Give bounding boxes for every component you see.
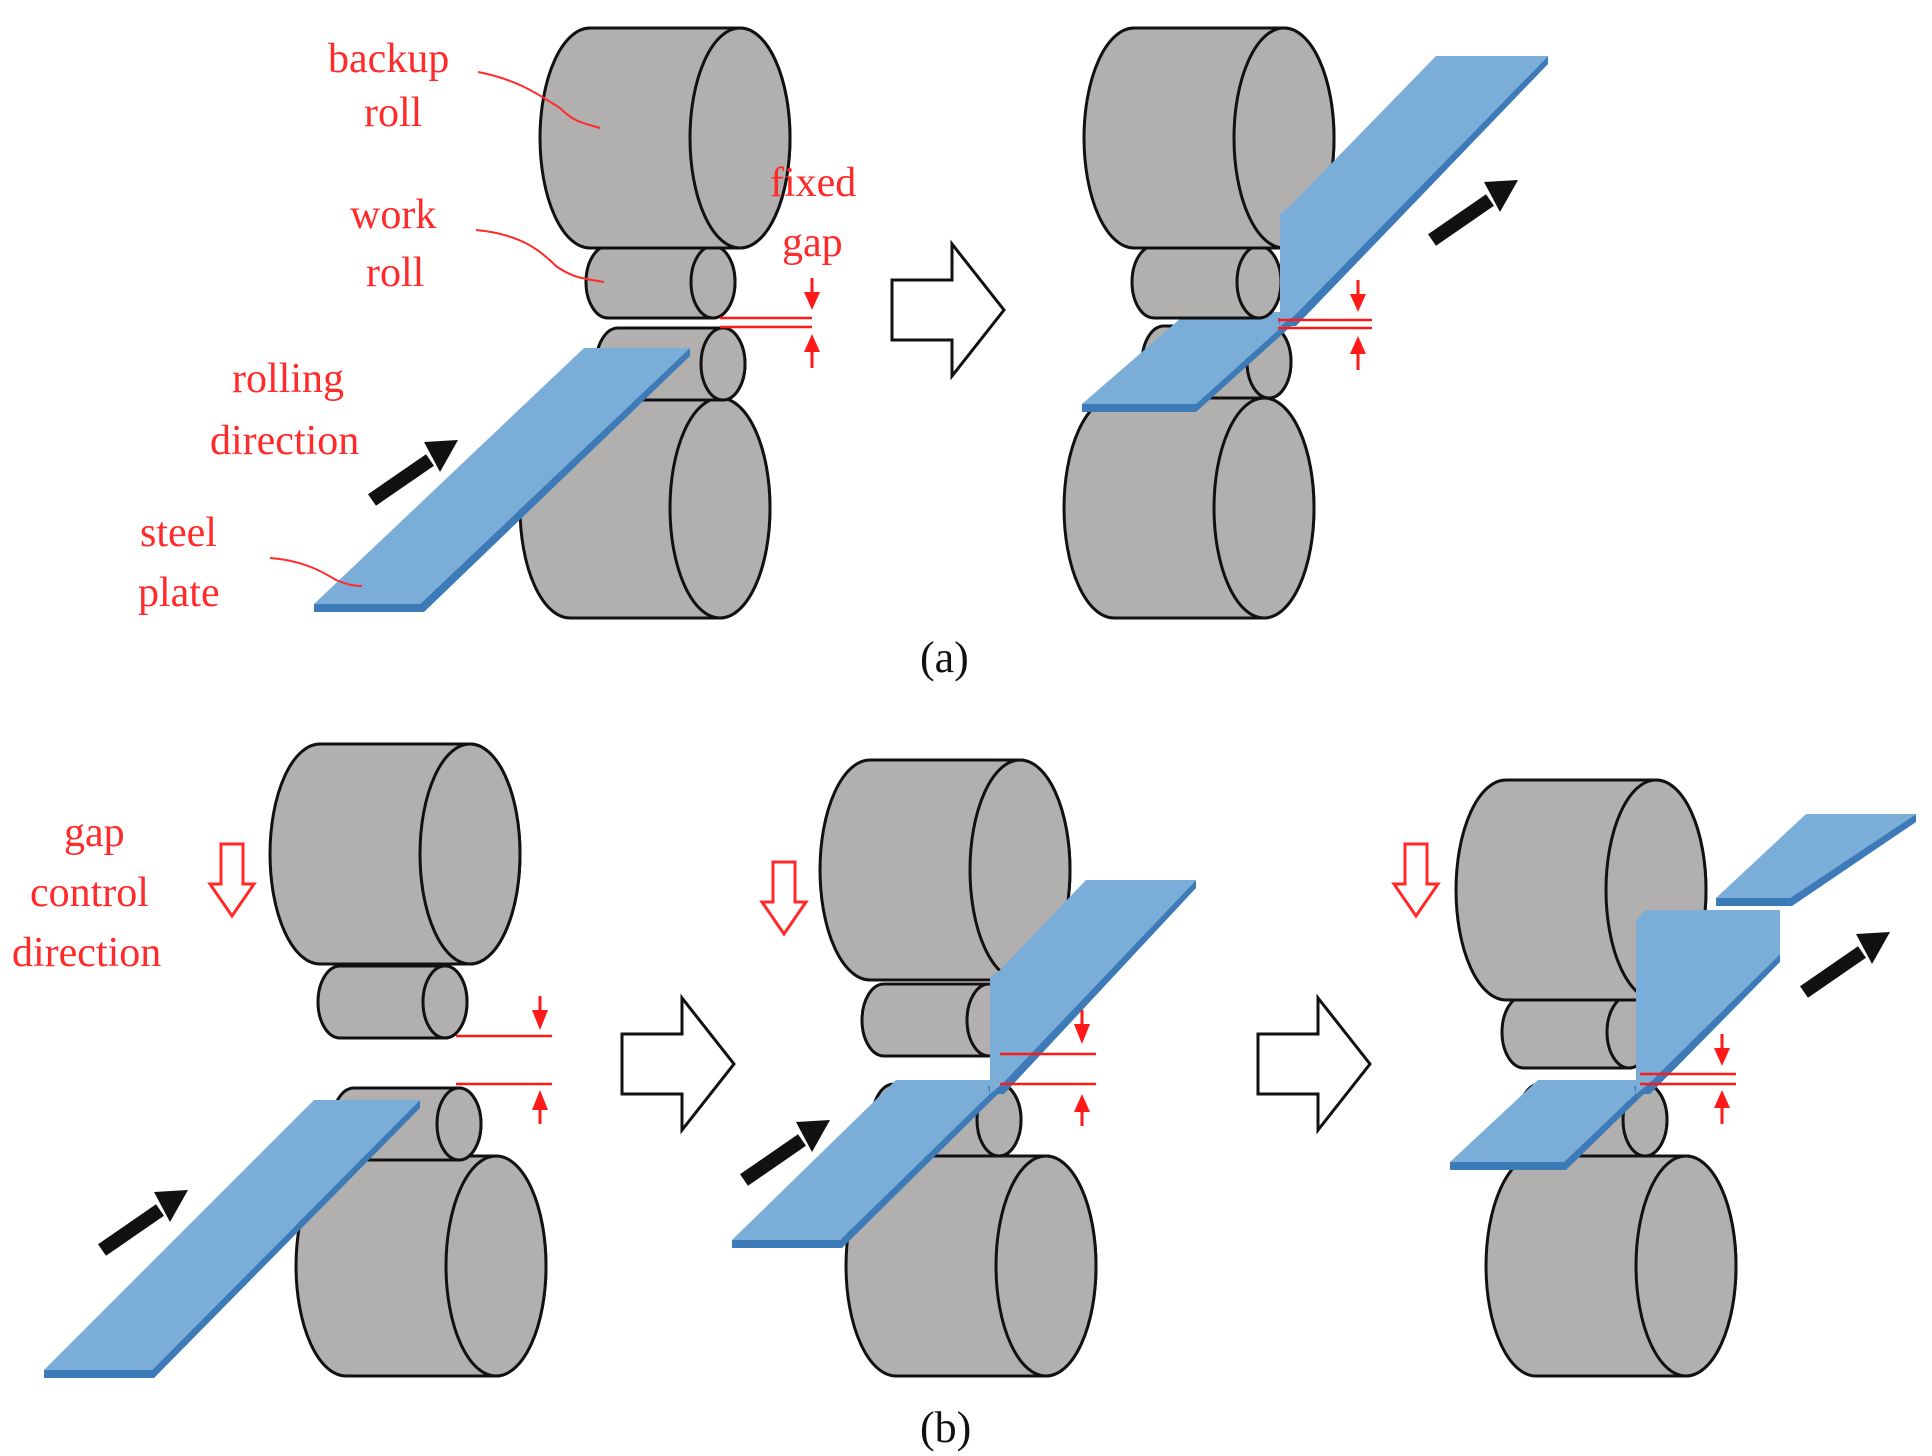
steel-plate-exit [1634,814,1916,1094]
panel-a: backup roll work roll fixed gap rolling … [138,26,1548,682]
steel-plate [314,348,690,612]
step-arrow-icon [890,242,1006,378]
steel-plate-label-line2: plate [138,570,220,616]
rolling-direction-label-line1: rolling [232,356,344,402]
panel-b-caption: (b) [920,1403,971,1452]
gap-control-label-line3: direction [12,930,161,976]
steel-plate [44,1100,420,1378]
panel-b-mill-stand-1 [44,742,552,1378]
lower-backup-roll [1062,396,1316,620]
fixed-gap-marker [1278,278,1372,372]
steel-plate-leader [269,557,363,587]
panel-a-mill-stand-1 [269,26,822,620]
upper-work-roll [584,244,737,320]
gap-control-label-line1: gap [64,810,125,856]
upper-work-roll [316,964,469,1040]
fixed-gap-label-line1: fixed [770,160,856,206]
upper-work-roll [860,982,1013,1058]
steel-plate [732,1080,1004,1248]
upper-backup-roll [268,742,522,966]
panel-a-mill-stand-2 [1062,26,1548,620]
panel-b-mill-stand-2 [732,758,1196,1378]
panel-a-caption: (a) [920,633,969,682]
work-roll-label-line2: roll [366,250,424,296]
panel-b-mill-stand-3 [1392,778,1916,1378]
upper-work-roll [1130,244,1283,320]
gap-control-arrow-icon [760,860,808,936]
steel-plate [1082,312,1298,412]
step-arrow-icon [620,996,736,1132]
work-roll-leader [475,229,605,283]
gap-marker [456,996,552,1124]
rolling-direction-arrow-icon [1432,180,1518,240]
steel-plate [1450,1080,1650,1170]
panel-b: gap control direction [12,742,1916,1452]
gap-control-arrow-icon [208,842,256,918]
gap-marker [1000,1010,1096,1126]
gap-control-arrow-icon [1392,842,1440,918]
fixed-gap-marker [720,276,822,370]
rolling-direction-arrow-icon [1804,932,1890,992]
rolling-direction-label-line2: direction [210,418,359,464]
gap-control-label-line2: control [30,870,149,916]
backup-roll-leader [477,71,601,129]
steel-plate-label-line1: steel [140,510,217,556]
backup-roll-label-line2: roll [364,90,422,136]
steel-plate-exit [1278,56,1548,326]
lower-backup-roll [1484,1154,1738,1378]
upper-backup-roll [538,26,792,250]
gap-marker [1640,1032,1736,1126]
fixed-gap-label-line2: gap [782,220,843,266]
steel-plate-exit [988,880,1196,1094]
work-roll-label-line1: work [350,192,436,238]
backup-roll-label-line1: backup [328,36,449,82]
upper-work-roll [1500,994,1653,1070]
step-arrow-icon [1256,996,1372,1132]
